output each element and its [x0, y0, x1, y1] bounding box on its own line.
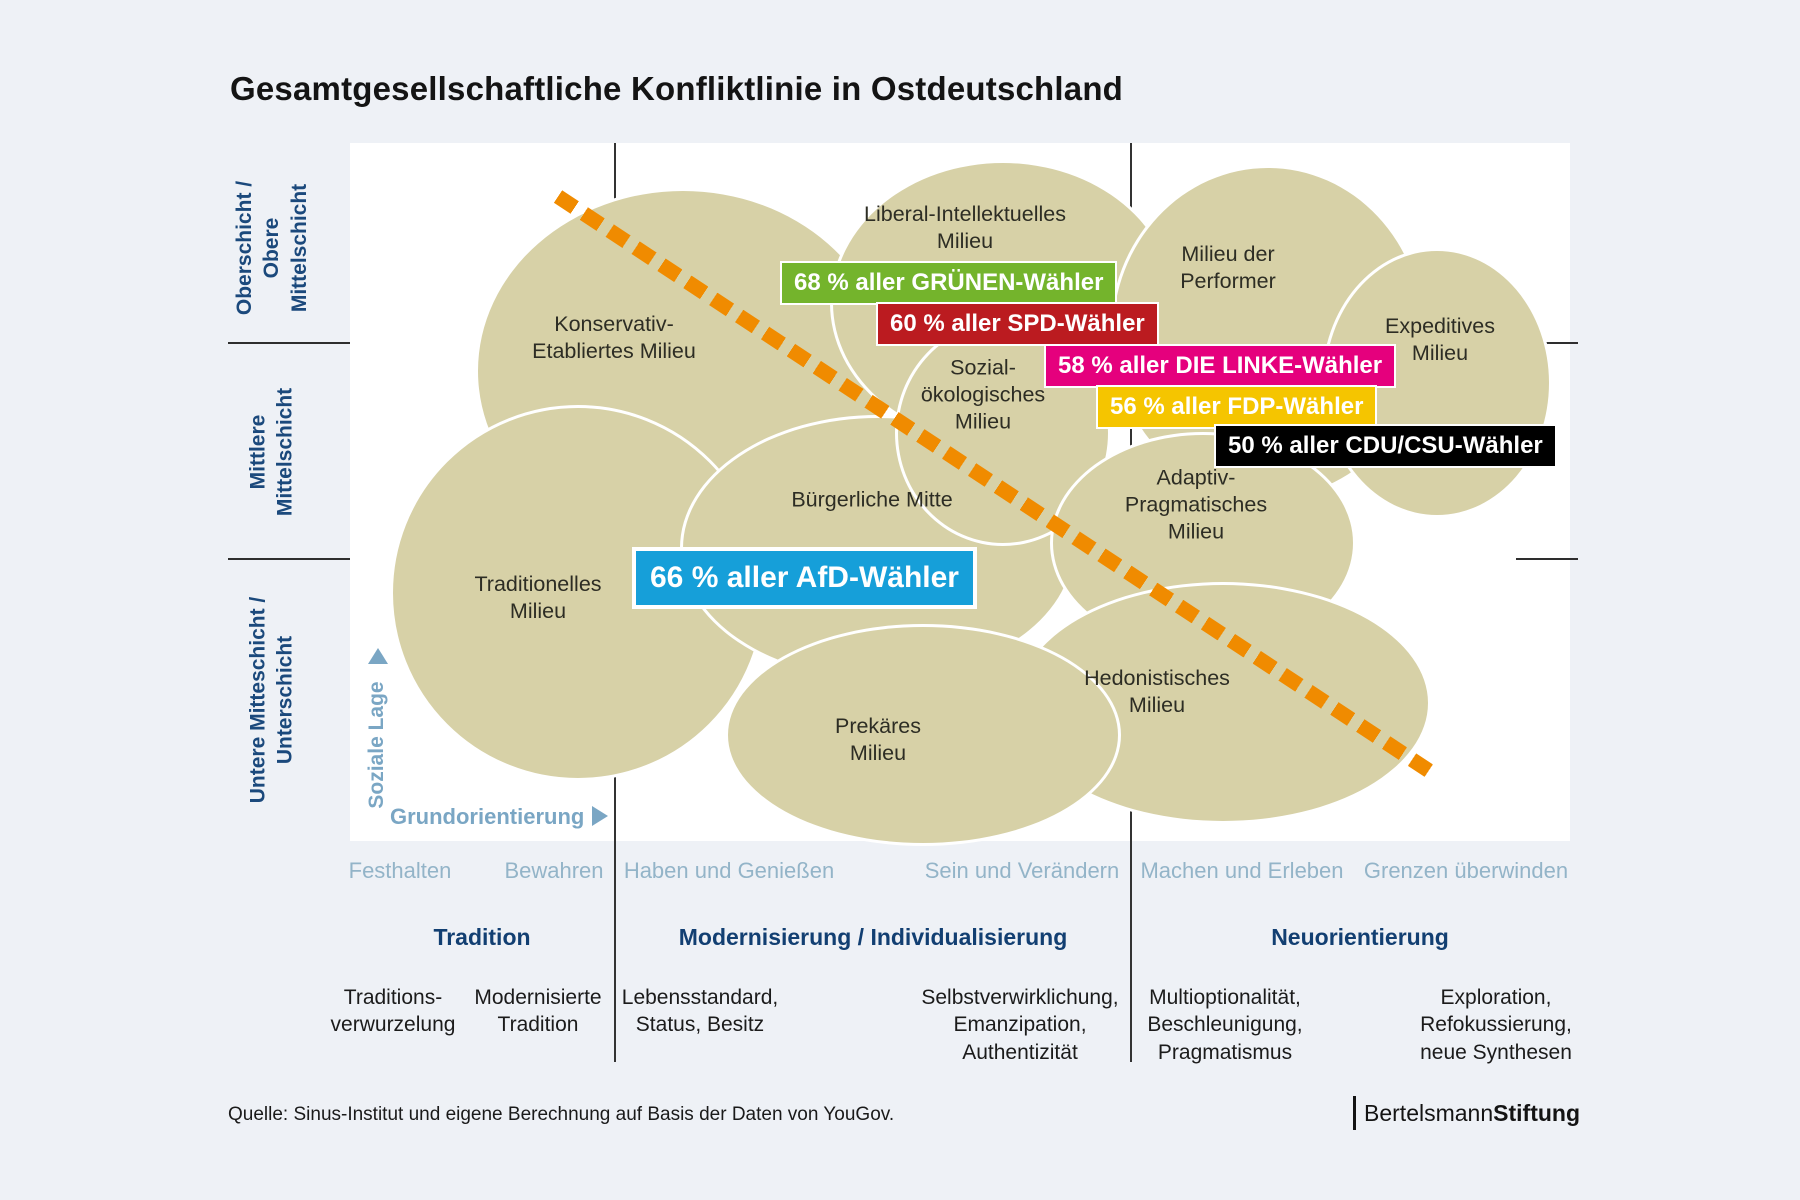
badge-fdp: 56 % aller FDP-Wähler	[1096, 385, 1378, 429]
category-detail-traditionsverwurzelung: Traditions- verwurzelung	[330, 986, 456, 1037]
badge-linke: 58 % aller DIE LINKE-Wähler	[1044, 344, 1397, 388]
social-axis-label: Soziale Lage	[365, 681, 388, 809]
logo-bar-icon	[1353, 1096, 1357, 1130]
orientation-label-machen: Machen und Erleben	[1140, 858, 1344, 883]
category-label-modernisierung: Modernisierung / Individualisierung	[678, 924, 1068, 950]
category-label-neuorientierung: Neuorientierung	[1271, 924, 1449, 950]
milieu-label-sozial-oekologisch: Sozial- ökologisches Milieu	[920, 355, 1046, 434]
stratum-label-lower: Untere Mitteschicht / Unterschicht	[246, 596, 297, 804]
orientation-axis-label: Grundorientierung	[390, 804, 585, 829]
milieu-label-hedonistisch: Hedonistisches Milieu	[1084, 666, 1230, 717]
category-label-tradition: Tradition	[433, 924, 531, 950]
milieu-label-performer: Milieu der Performer	[1180, 242, 1276, 293]
page-title: Gesamtgesellschaftliche Konfliktlinie in…	[230, 70, 1124, 107]
milieu-blob-prekaer	[725, 624, 1121, 846]
category-detail-exploration: Exploration, Refokussierung, neue Synthe…	[1420, 986, 1572, 1064]
stratum-divider-left-2	[228, 558, 350, 560]
logo-name: Bertelsmann	[1364, 1099, 1494, 1126]
milieu-label-liberal: Liberal-Intellektuelles Milieu	[864, 202, 1066, 253]
up-arrow-icon	[368, 648, 388, 664]
stratum-divider-left-1	[228, 342, 350, 344]
badge-gruene: 68 % aller GRÜNEN-Wähler	[780, 261, 1118, 305]
milieu-label-konservativ: Konservativ- Etabliertes Milieu	[532, 312, 696, 363]
right-arrow-icon	[592, 806, 608, 826]
logo-text: BertelsmannStiftung	[1364, 1100, 1580, 1127]
orientation-label-haben: Haben und Genießen	[623, 858, 835, 883]
brand-logo: BertelsmannStiftung	[1335, 1096, 1580, 1130]
badge-spd: 60 % aller SPD-Wähler	[876, 302, 1159, 346]
source-note: Quelle: Sinus-Institut und eigene Berech…	[228, 1104, 895, 1125]
orientation-label-sein: Sein und Verändern	[924, 858, 1120, 883]
category-detail-modernisierte-tradition: Modernisierte Tradition	[474, 986, 602, 1037]
stratum-label-middle: Mittlere Mittelschicht	[246, 387, 297, 517]
badge-afd: 66 % aller AfD-Wähler	[632, 547, 977, 609]
milieu-label-buergerliche-mitte: Bürgerliche Mitte	[791, 487, 953, 512]
badge-cdu-csu: 50 % aller CDU/CSU-Wähler	[1214, 424, 1557, 468]
category-detail-selbstverwirklichung: Selbstverwirklichung, Emanzipation, Auth…	[921, 986, 1119, 1064]
stratum-label-upper: Oberschicht / Obere Mittelschicht	[233, 180, 311, 316]
milieu-label-adaptiv-pragmatisch: Adaptiv- Pragmatisches Milieu	[1124, 465, 1268, 544]
milieu-label-prekaer: Prekäres Milieu	[834, 714, 922, 765]
orientation-label-festhalten: Festhalten	[348, 858, 452, 883]
milieu-label-traditionell: Traditionelles Milieu	[474, 572, 602, 623]
orientation-label-bewahren: Bewahren	[504, 858, 604, 883]
category-detail-multioptionalitaet: Multioptionalität, Beschleunigung, Pragm…	[1147, 986, 1303, 1064]
logo-suffix: Stiftung	[1493, 1099, 1580, 1126]
milieu-label-expeditiv: Expeditives Milieu	[1385, 314, 1495, 365]
category-detail-lebensstandard: Lebensstandard, Status, Besitz	[621, 986, 779, 1037]
orientation-label-grenzen: Grenzen überwinden	[1363, 858, 1569, 883]
stratum-divider-right-2	[1516, 558, 1578, 560]
